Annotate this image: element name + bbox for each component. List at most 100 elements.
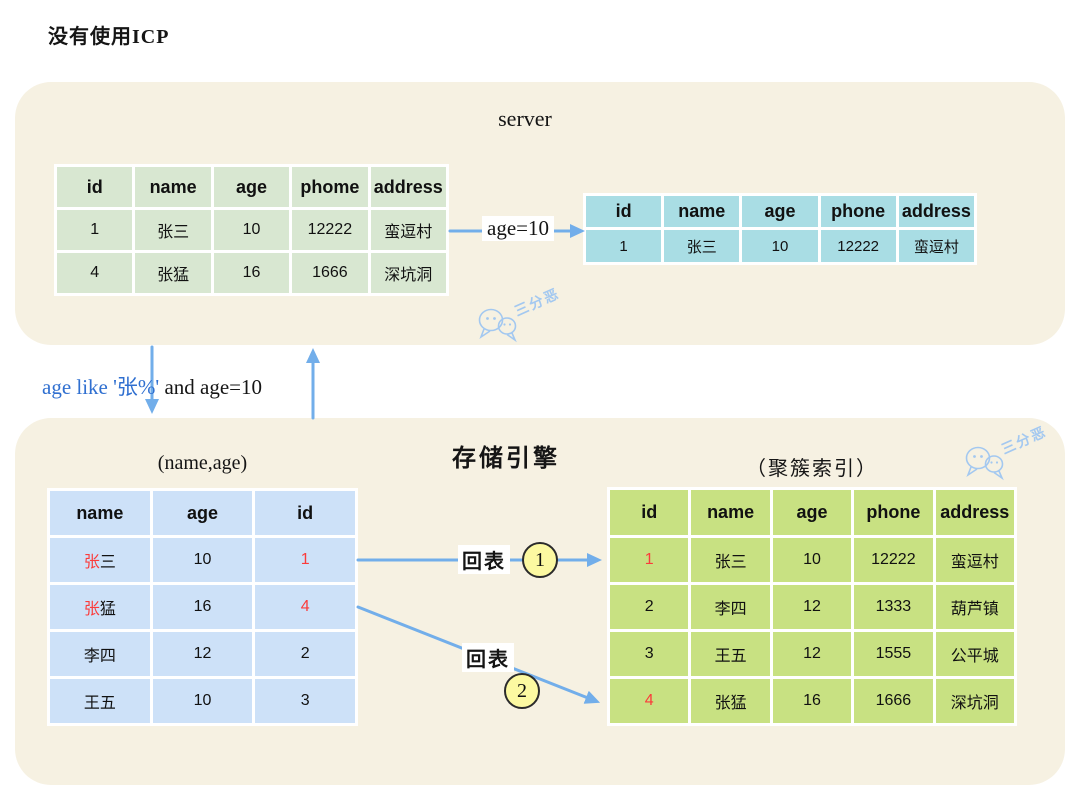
table-cell: 12222	[854, 538, 933, 582]
wechat-icon	[965, 446, 1004, 481]
table-cell: 张三	[664, 230, 740, 262]
table-cell: 3	[610, 632, 689, 676]
table-cell: 深坑洞	[935, 679, 1014, 723]
column-header: phome	[292, 167, 368, 207]
watermark-text: 三分恶	[512, 286, 563, 320]
table-cell: 1	[610, 538, 689, 582]
cell-text: 4	[644, 692, 654, 709]
column-header: id	[57, 167, 133, 207]
filter-arrow-label: age=10	[482, 216, 554, 241]
table-cell: 张猛	[691, 679, 770, 723]
cell-text: 4	[300, 598, 310, 615]
column-header: id	[610, 490, 689, 535]
table-cell: 4	[610, 679, 689, 723]
column-header: address	[898, 196, 974, 227]
table-cell: 1	[586, 230, 662, 262]
table-cell: 蛮逗村	[898, 230, 974, 262]
table-cell: 10	[152, 538, 253, 582]
table-cell: 16	[772, 679, 852, 723]
column-header: age	[213, 167, 290, 207]
table-cell: 16	[152, 585, 253, 629]
table-cell: 葫芦镇	[935, 585, 1014, 629]
table-cell: 4	[255, 585, 355, 629]
table-cell: 1	[255, 538, 355, 582]
table-cell: 李四	[50, 632, 150, 676]
secondary-index-label: (name,age)	[157, 452, 248, 474]
query-condition: age like '张%' and age=10	[42, 371, 262, 401]
cell-text: 张	[83, 601, 100, 618]
table-cell: 2	[255, 632, 355, 676]
table-cell: 蛮逗村	[370, 210, 446, 250]
column-header: id	[586, 196, 662, 227]
table-cell: 张三	[135, 210, 211, 250]
table-cell: 2	[610, 585, 689, 629]
column-header: age	[152, 491, 253, 535]
column-header: name	[135, 167, 211, 207]
query-index-part: age like '张%'	[42, 375, 160, 399]
back-to-table-label-1: 回表	[458, 545, 510, 574]
clustered-index-label: （聚簇索引）	[746, 458, 878, 480]
column-header: address	[935, 490, 1014, 535]
table-cell: 公平城	[935, 632, 1014, 676]
step-badge-1: 1	[522, 542, 558, 578]
column-header: name	[50, 491, 150, 535]
column-header: phone	[820, 196, 896, 227]
table-cell: 1	[57, 210, 133, 250]
column-header: name	[664, 196, 740, 227]
watermark: 三分恶	[962, 425, 1062, 486]
table-cell: 1666	[292, 253, 368, 293]
table-cell: 4	[57, 253, 133, 293]
table-cell: 1333	[854, 585, 933, 629]
table-cell: 3	[255, 679, 355, 723]
column-header: age	[772, 490, 852, 535]
cell-text: 1	[300, 551, 310, 568]
table-cell: 10	[213, 210, 290, 250]
server-panel-label: server	[498, 106, 552, 131]
watermark-text: 三分恶	[999, 424, 1050, 458]
table-cell: 12	[152, 632, 253, 676]
table-cell: 李四	[691, 585, 770, 629]
column-header: name	[691, 490, 770, 535]
table-cell: 12222	[292, 210, 368, 250]
table-cell: 10	[772, 538, 852, 582]
query-rest-part: and age=10	[159, 375, 263, 399]
table-cell: 1555	[854, 632, 933, 676]
cell-text: 三	[99, 554, 116, 571]
table-cell: 王五	[691, 632, 770, 676]
column-header: age	[742, 196, 818, 227]
back-to-table-label-2: 回表	[462, 643, 514, 672]
table-cell: 12222	[820, 230, 896, 262]
cell-text: 1	[644, 551, 654, 568]
table-cell: 10	[742, 230, 818, 262]
wechat-icon	[478, 308, 517, 343]
page-title: 没有使用ICP	[48, 26, 170, 48]
column-header: phone	[854, 490, 933, 535]
column-header: id	[255, 491, 355, 535]
table-cell: 张三	[691, 538, 770, 582]
table-cell: 12	[772, 632, 852, 676]
table-cell: 蛮逗村	[935, 538, 1014, 582]
table-cell: 张猛	[50, 585, 150, 629]
watermark: 三分恶	[475, 287, 575, 348]
table-cell: 张猛	[135, 253, 211, 293]
table-cell: 张三	[50, 538, 150, 582]
table-cell: 1666	[854, 679, 933, 723]
storage-engine-label: 存储引擎	[452, 446, 560, 472]
